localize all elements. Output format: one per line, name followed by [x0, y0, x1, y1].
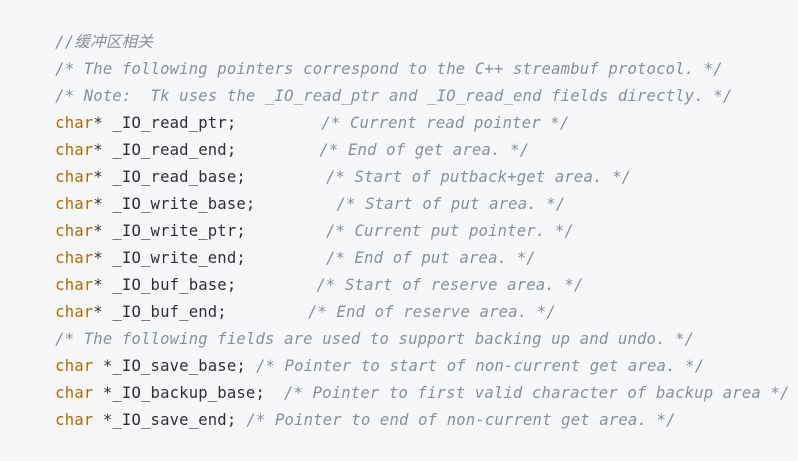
code-comment: /* Start of putback+get area. */ [325, 168, 632, 186]
code-block: //缓冲区相关 /* The following pointers corres… [17, 2, 790, 429]
code-keyword: char [55, 384, 94, 402]
code-keyword: char [55, 357, 94, 375]
code-comment: /* End of reserve area. */ [307, 303, 556, 321]
code-line-6: char* _IO_read_base;/* Start of putback+… [17, 137, 631, 186]
code-line-15: char *_IO_save_end; /* Pointer to end of … [17, 380, 676, 429]
code-comment: /* Pointer to start of non-current get a… [255, 357, 705, 375]
code-comment: /* End of get area. */ [319, 141, 530, 159]
code-line-9: char* _IO_write_end;/* End of put area. … [17, 218, 536, 267]
code-comment: /* Note: Tk uses the _IO_read_ptr and _I… [55, 87, 733, 105]
code-keyword: char [55, 411, 94, 429]
code-comment: /* Start of reserve area. */ [316, 276, 584, 294]
code-keyword: char [55, 168, 94, 186]
code-declaration: * _IO_write_base; [93, 195, 256, 213]
code-keyword: char [55, 222, 94, 240]
code-comment: /* End of put area. */ [325, 249, 536, 267]
code-comment: //缓冲区相关 [55, 33, 153, 51]
code-keyword: char [55, 303, 94, 321]
code-line-5: char* _IO_read_end;/* End of get area. *… [17, 110, 529, 159]
code-keyword: char [55, 276, 94, 294]
code-line-11: char* _IO_buf_end;/* End of reserve area… [17, 272, 556, 321]
code-comment: /* The following pointers correspond to … [55, 60, 723, 78]
code-declaration: * _IO_buf_base; [93, 276, 237, 294]
code-declaration: * _IO_read_ptr; [93, 114, 237, 132]
code-declaration: * _IO_write_ptr; [93, 222, 246, 240]
code-comment: /* Current read pointer */ [321, 114, 570, 132]
code-line-12: /* The following fields are used to supp… [17, 299, 694, 348]
code-declaration: *_IO_backup_base; [93, 384, 266, 402]
code-line-1: //缓冲区相关 [17, 2, 153, 51]
code-line-10: char* _IO_buf_base;/* Start of reserve a… [17, 245, 583, 294]
code-declaration: *_IO_save_base; [93, 357, 246, 375]
code-declaration: * _IO_read_end; [93, 141, 237, 159]
code-keyword: char [55, 195, 94, 213]
code-line-8: char* _IO_write_ptr;/* Current put point… [17, 191, 574, 240]
code-comment: /* Start of put area. */ [336, 195, 566, 213]
code-comment: /* Current put pointer. */ [325, 222, 574, 240]
code-line-7: char* _IO_write_base;/* Start of put are… [17, 164, 565, 213]
code-declaration: * _IO_buf_end; [93, 303, 227, 321]
code-line-13: char *_IO_save_base; /* Pointer to start … [17, 326, 704, 375]
code-declaration: * _IO_read_base; [93, 168, 246, 186]
code-keyword: char [55, 249, 94, 267]
code-declaration: * _IO_write_end; [93, 249, 246, 267]
code-comment: /* Pointer to end of non-current get are… [246, 411, 676, 429]
code-line-14: char *_IO_backup_base; /* Pointer to firs… [17, 353, 790, 402]
code-comment: /* The following fields are used to supp… [55, 330, 695, 348]
code-line-3: /* Note: Tk uses the _IO_read_ptr and _I… [17, 56, 732, 105]
code-comment: /* Pointer to first valid character of b… [284, 384, 790, 402]
code-declaration: *_IO_save_end; [93, 411, 237, 429]
code-line-2: /* The following pointers correspond to … [17, 29, 723, 78]
code-keyword: char [55, 114, 94, 132]
code-line-4: char* _IO_read_ptr; /* Current read point… [17, 83, 569, 132]
code-keyword: char [55, 141, 94, 159]
